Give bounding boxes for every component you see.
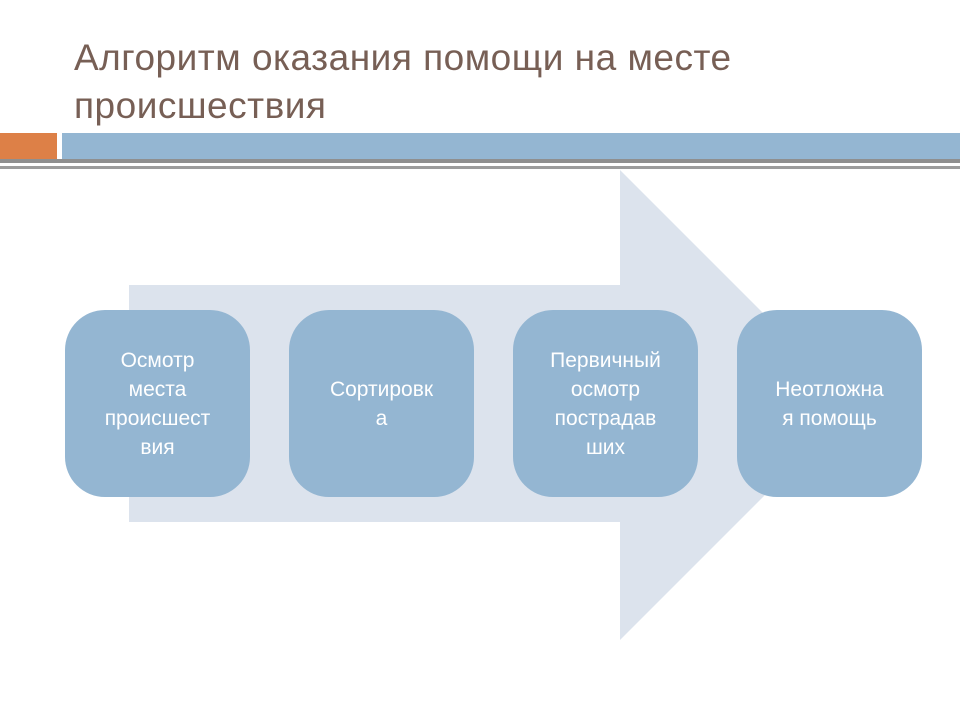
process-step-3-label: Первичный осмотр пострадав ших (550, 348, 661, 459)
process-step-2-label: Сортировк а (329, 377, 434, 430)
process-step-3: Первичный осмотр пострадав ших (513, 310, 698, 497)
accent-square-orange (0, 133, 57, 159)
process-step-1: Осмотр места происшест вия (65, 310, 250, 497)
divider-line-bottom (0, 166, 960, 169)
process-step-1-label: Осмотр места происшест вия (104, 348, 211, 459)
accent-bar-blue (62, 133, 960, 159)
slide-title: Алгоритм оказания помощи на месте происш… (74, 37, 732, 126)
process-step-4: Неотложна я помощь (737, 310, 922, 497)
divider-line-top (0, 159, 960, 163)
process-step-4-label: Неотложна я помощь (775, 377, 884, 430)
process-step-2: Сортировк а (289, 310, 474, 497)
right-arrow-shape (129, 170, 855, 640)
